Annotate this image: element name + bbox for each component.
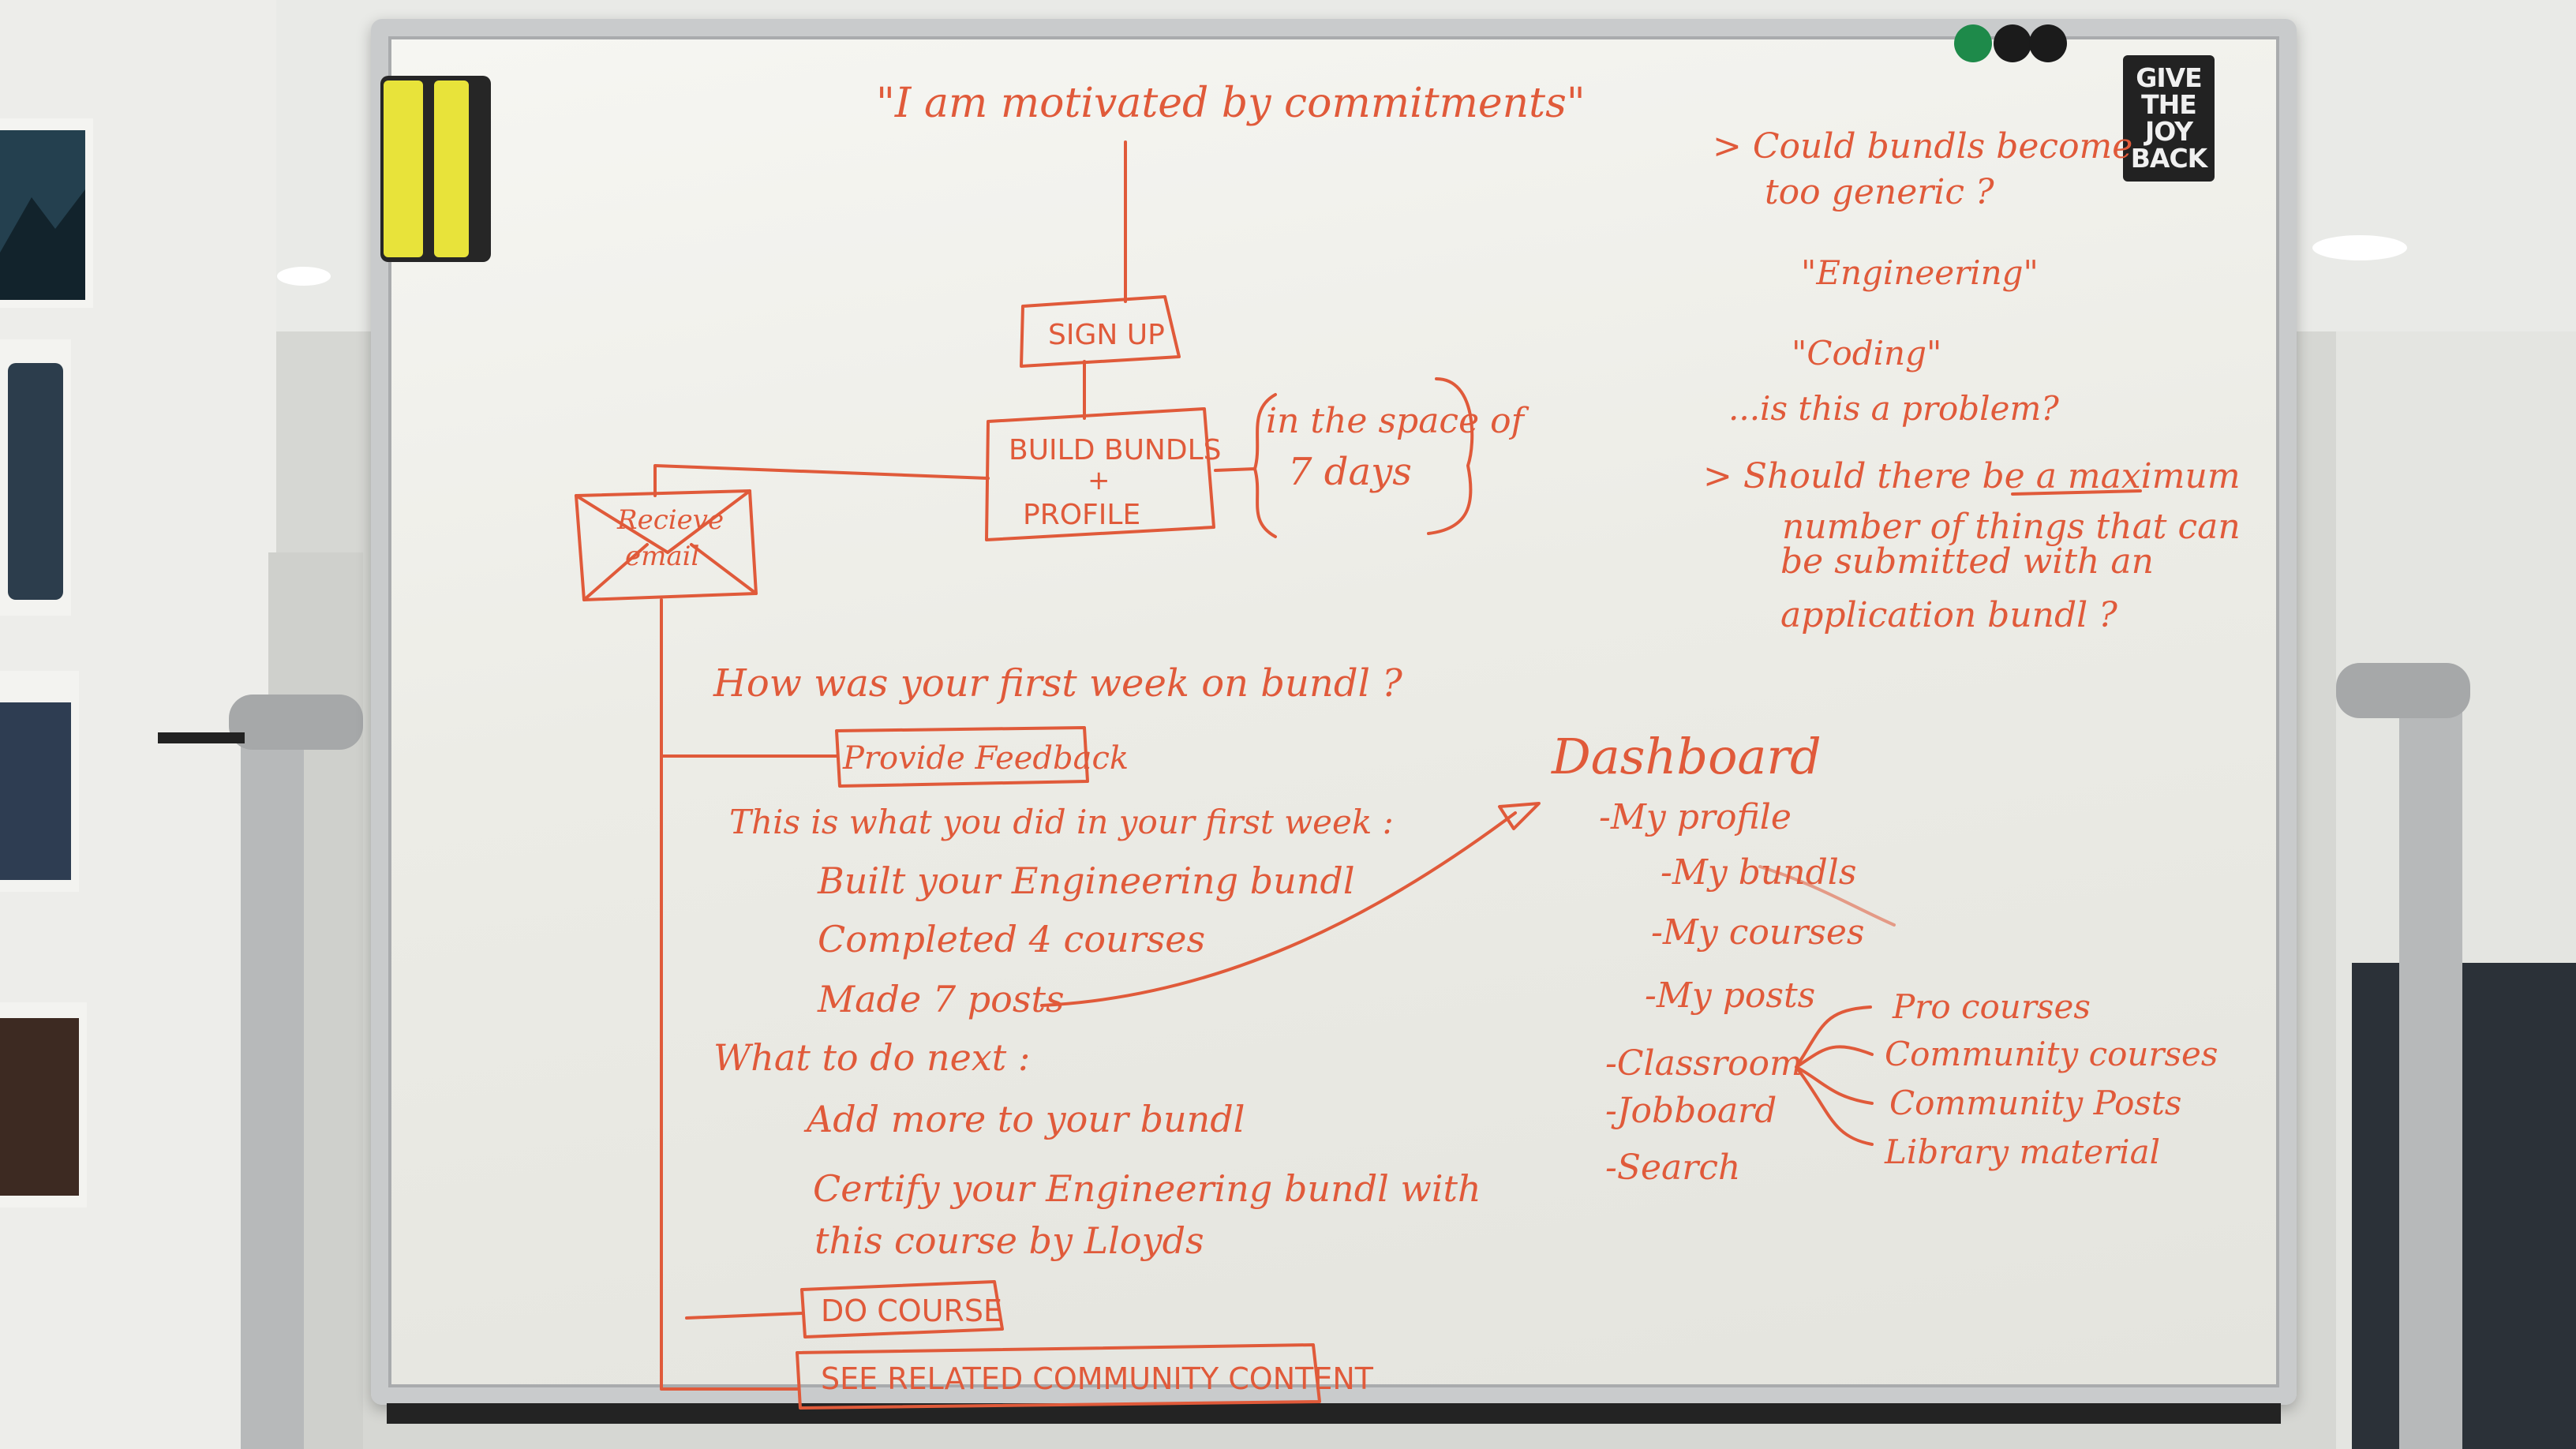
sticker-line-2: THE: [2141, 89, 2197, 120]
office-chair: [2352, 963, 2576, 1449]
did-item-2: Completed 4 courses: [818, 918, 1205, 960]
arrow-head: [1498, 802, 1541, 830]
receive-line-1: Recieve: [616, 504, 724, 536]
do-course-box: [800, 1280, 1004, 1339]
dashboard-item-search: -Search: [1605, 1148, 1740, 1188]
question-line-7: application bundl ?: [1780, 595, 2117, 635]
space-line-1: in the space of: [1266, 401, 1530, 441]
classroom-item-community-posts: Community Posts: [1889, 1084, 2181, 1122]
sign-up-box: [1020, 295, 1181, 368]
question-line-3: ...is this a problem?: [1728, 389, 2059, 428]
black-magnet-2: [2029, 24, 2067, 62]
do-course-label: DO COURSE: [821, 1294, 1002, 1328]
dashboard-item-profile: -My profile: [1599, 797, 1792, 837]
stand-knob: [158, 732, 245, 743]
next-item-1: Add more to your bundl: [803, 1098, 1245, 1140]
what-next: What to do next :: [713, 1036, 1030, 1079]
stand-leg-right: [2399, 671, 2462, 1449]
sticker-line-1: GIVE: [2136, 62, 2202, 93]
give-the-joy-back-sticker: GIVE THE JOY BACK: [2123, 55, 2215, 182]
ceiling-light-right: [2312, 235, 2407, 260]
question-engineering: "Engineering": [1801, 253, 2039, 292]
classroom-item-library: Library material: [1884, 1133, 2160, 1171]
next-item-2: Certify your Engineering bundl with: [813, 1167, 1481, 1210]
dashboard-item-posts: -My posts: [1645, 975, 1815, 1016]
dashboard-item-jobboard: -Jobboard: [1605, 1091, 1777, 1131]
build-line-2: PROFILE: [1023, 499, 1140, 531]
maximum-underline: [2011, 489, 2142, 496]
question-line-6: be submitted with an: [1780, 541, 2154, 582]
sign-up-label: SIGN UP: [1048, 319, 1165, 351]
sticker-line-4: BACK: [2130, 143, 2207, 174]
connector-build-email: [653, 464, 990, 497]
brace-left: [1214, 393, 1277, 538]
receive-line-2: email: [625, 541, 699, 572]
classroom-branches: [1795, 1005, 1874, 1146]
build-plus: +: [1088, 465, 1110, 496]
poster-muir-woods: [0, 1002, 87, 1208]
dashboard-title: Dashboard: [1551, 728, 1822, 785]
space-line-2: 7 days: [1288, 450, 1412, 494]
provide-feedback-label: Provide Feedback: [842, 740, 1129, 777]
question-line-5: number of things that can: [1782, 507, 2241, 547]
classroom-item-pro: Pro courses: [1892, 987, 2091, 1026]
first-week-question: How was your first week on bundl ?: [713, 661, 1402, 706]
dashboard-item-courses: -My courses: [1651, 912, 1864, 953]
stand-leg-left: [241, 702, 304, 1449]
magnets: [1954, 24, 2067, 62]
smudge: [1758, 865, 1896, 927]
question-line-4: > Should there be a maximum: [1703, 456, 2241, 496]
sticker-line-3: JOY: [2144, 116, 2193, 147]
flow-spine: [660, 598, 799, 1391]
did-item-1: Built your Engineering bundl: [817, 859, 1355, 902]
classroom-item-community-courses: Community courses: [1885, 1035, 2218, 1073]
did-item-3: Made 7 posts: [817, 978, 1065, 1020]
ceiling-light-left: [277, 267, 331, 286]
black-magnet-1: [1994, 24, 2031, 62]
build-bundls-box: [985, 407, 1215, 541]
dashboard-item-bundls: -My bundls: [1661, 852, 1856, 893]
build-line-1: BUILD BUNDLS: [1009, 434, 1222, 466]
brace-right: [1427, 377, 1474, 535]
poster-crissy-field: [0, 671, 79, 892]
arrow-to-dashboard: [1040, 811, 1517, 1007]
question-line-2: too generic ?: [1765, 172, 1994, 212]
question-coding: "Coding": [1792, 334, 1941, 373]
poster-bottle: [0, 339, 71, 616]
next-item-3: this course by Lloyds: [814, 1219, 1204, 1262]
whiteboard-eraser[interactable]: [380, 76, 491, 262]
provide-feedback-box: [835, 726, 1089, 788]
quote-text: "I am motivated by commitments": [876, 80, 1586, 127]
connector-do-course: [685, 1312, 803, 1320]
whiteboard: [371, 19, 2297, 1405]
see-related-box: [796, 1343, 1321, 1410]
email-envelope-flap: [575, 489, 758, 601]
marker-tray: [387, 1403, 2281, 1424]
poster-mount-rainier: [0, 118, 93, 308]
what-you-did: This is what you did in your first week …: [729, 803, 1394, 841]
green-magnet: [1954, 24, 1992, 62]
see-related-label: SEE RELATED COMMUNITY CONTENT: [821, 1361, 1374, 1396]
question-line-1: > Could bundls become: [1713, 126, 2132, 167]
dashboard-item-classroom: -Classroom: [1605, 1043, 1803, 1084]
